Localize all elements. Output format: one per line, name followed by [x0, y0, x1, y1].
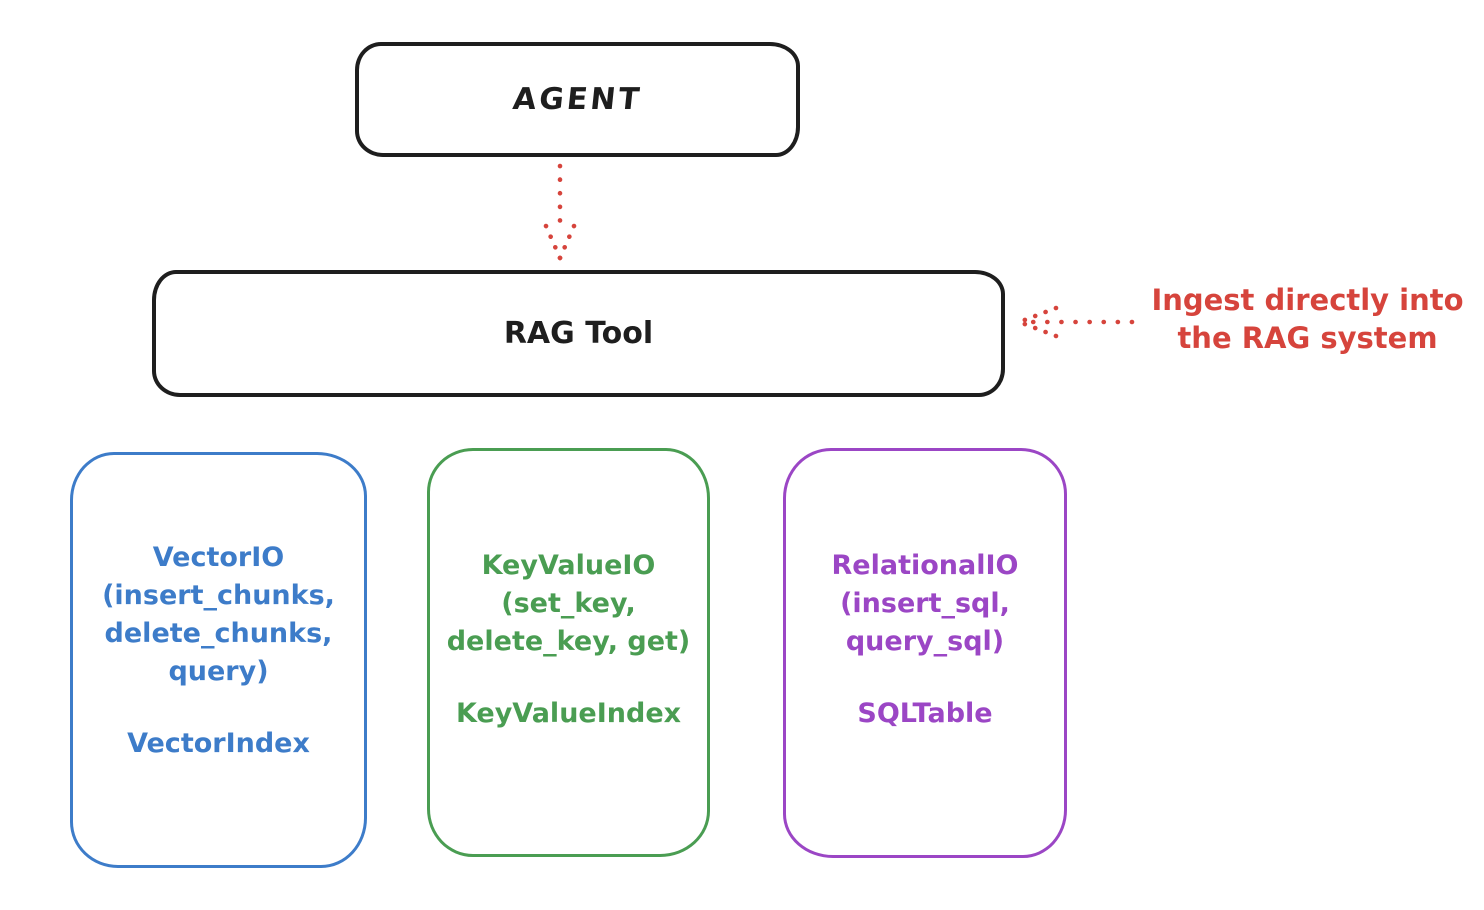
relational-io-index-label: SQLTable [857, 698, 993, 729]
ingest-annotation: Ingest directly into the RAG system [1151, 283, 1464, 355]
ingest-dashed-arrow-icon [1012, 300, 1138, 348]
agent-label: AGENT [511, 82, 644, 117]
rag-tool-label: RAG Tool [503, 316, 654, 351]
rag-tool-box: RAG Tool [152, 270, 1005, 397]
vector-io-box: VectorIO (insert_chunks, delete_chunks, … [70, 452, 367, 868]
agent-box: AGENT [355, 42, 800, 157]
keyvalue-io-index-label: KeyValueIndex [455, 698, 682, 729]
vector-io-body: VectorIO (insert_chunks, delete_chunks, … [102, 542, 335, 687]
relational-io-box: RelationalIO (insert_sql, query_sql) SQL… [783, 448, 1067, 858]
vector-io-index-label: VectorIndex [127, 728, 310, 759]
keyvalue-io-body: KeyValueIO (set_key, delete_key, get) [446, 550, 691, 657]
keyvalue-io-box: KeyValueIO (set_key, delete_key, get) Ke… [427, 448, 710, 857]
agent-to-rag-dashed-arrow-icon [538, 160, 582, 270]
relational-io-body: RelationalIO (insert_sql, query_sql) [831, 550, 1019, 657]
